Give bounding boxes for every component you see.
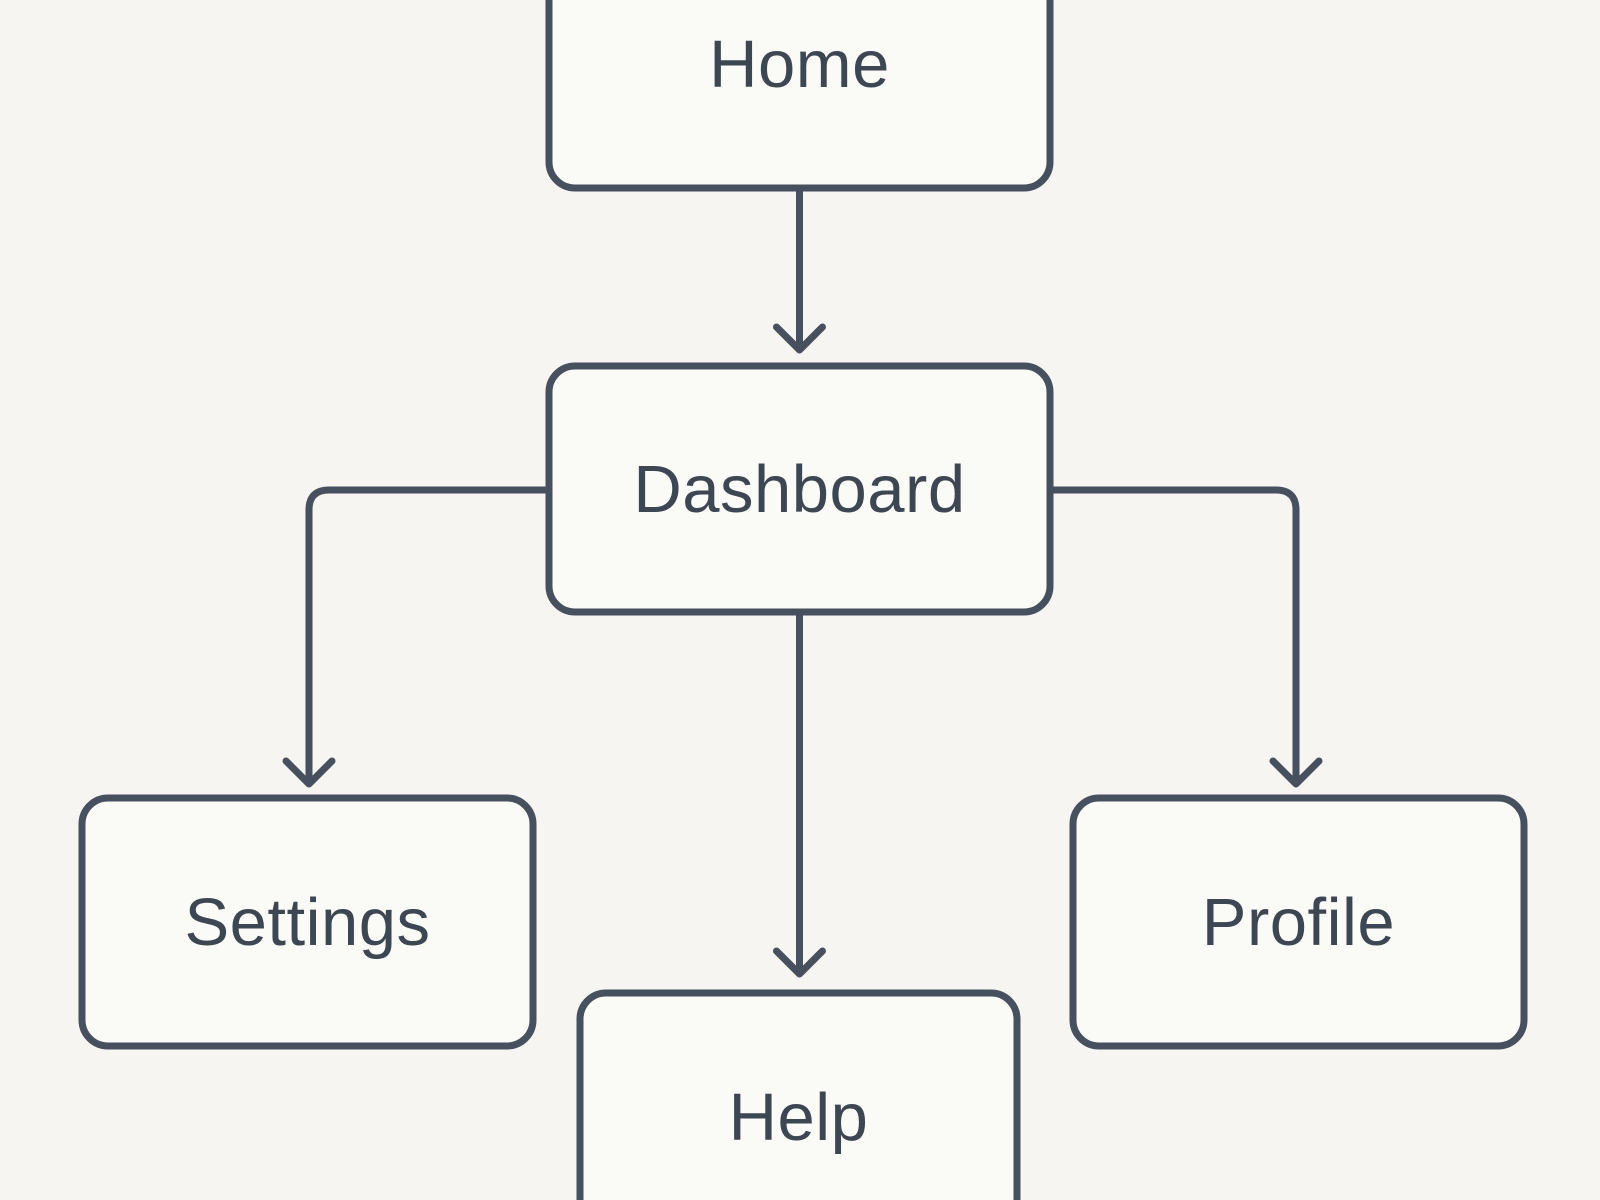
node-profile: Profile	[1069, 794, 1528, 1050]
edge-dashboard-profile	[1046, 486, 1323, 788]
arrow-down-icon	[773, 323, 826, 354]
node-profile-box	[1069, 794, 1528, 1050]
edge-dashboard-help	[773, 608, 826, 978]
node-help-label: Help	[729, 1080, 869, 1155]
edge-dashboard-settings-line	[305, 486, 553, 787]
arrow-down-icon	[1269, 757, 1323, 788]
edge-home-dashboard	[773, 184, 826, 354]
node-settings-box	[78, 794, 537, 1050]
node-help-box	[576, 989, 1021, 1200]
node-dashboard-label: Dashboard	[633, 452, 965, 527]
node-help: Help	[576, 989, 1021, 1200]
arrow-down-icon	[773, 947, 826, 978]
node-profile-label: Profile	[1202, 885, 1395, 960]
arrow-down-icon	[282, 757, 336, 788]
node-settings-label: Settings	[184, 885, 430, 960]
node-home-label: Home	[709, 27, 890, 102]
node-settings: Settings	[78, 794, 537, 1050]
edge-dashboard-settings	[282, 486, 553, 788]
edge-dashboard-profile-line	[1046, 486, 1300, 787]
node-home: Home	[545, 0, 1054, 192]
node-dashboard-box	[545, 362, 1054, 616]
node-home-box	[545, 0, 1054, 192]
node-dashboard: Dashboard	[545, 362, 1054, 616]
